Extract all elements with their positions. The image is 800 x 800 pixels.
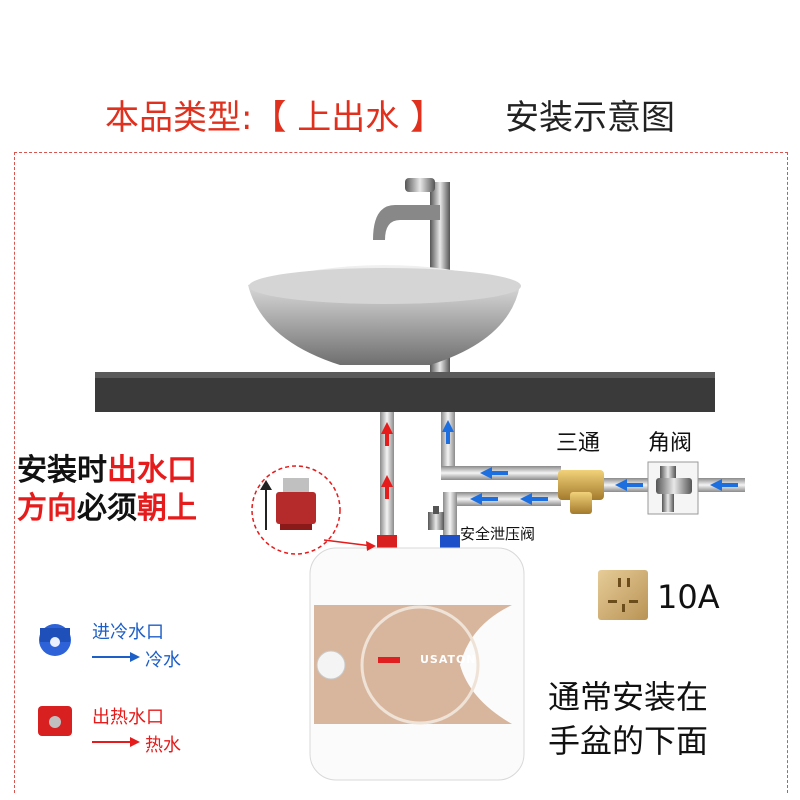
cold-inlet-label: 进冷水口 xyxy=(92,622,164,643)
socket-rating: 10A xyxy=(657,578,720,616)
warning-text-2b: 必须 xyxy=(77,491,137,526)
relief-valve-label: 安全泄压阀 xyxy=(460,525,536,543)
warning-text-2a: 方向 xyxy=(17,491,77,526)
basin-bowl xyxy=(248,265,521,365)
callout-outlet-detail xyxy=(251,465,376,555)
warning-line-2: 方向必须朝上 xyxy=(17,490,197,528)
hot-flow-arrows xyxy=(381,422,393,499)
cold-inlet-icon xyxy=(39,624,71,656)
cold-water-label: 冷水 xyxy=(145,650,181,671)
cold-inlet-connector xyxy=(440,535,460,549)
diagram-frame xyxy=(14,152,788,793)
warning-text-2c: 朝上 xyxy=(137,491,197,526)
hot-water-label: 热水 xyxy=(145,735,181,756)
countertop xyxy=(95,372,715,412)
relief-valve xyxy=(428,506,444,530)
cold-flow-arrows xyxy=(442,420,738,505)
product-type-title: 本品类型:【 上出水 】 xyxy=(105,98,445,138)
angle-valve xyxy=(647,461,699,515)
diagram-title: 安装示意图 xyxy=(505,98,675,138)
water-heater xyxy=(309,547,525,781)
hot-outlet-label: 出热水口 xyxy=(92,707,164,728)
wall-socket xyxy=(598,570,648,620)
angle-valve-label: 角阀 xyxy=(648,431,693,456)
cold-water-arrow xyxy=(92,652,140,662)
hot-outlet-icon xyxy=(38,706,72,736)
heater-brand: USATON xyxy=(420,653,477,666)
install-note-line-1: 通常安装在 xyxy=(548,678,709,716)
warning-text-1a: 安装时 xyxy=(17,453,107,488)
tee-label: 三通 xyxy=(556,431,601,456)
warning-text-1b: 出水口 xyxy=(107,453,197,488)
hot-outlet-connector xyxy=(377,535,397,549)
tee-fitting xyxy=(558,470,604,514)
install-warning: 安装时出水口 方向必须朝上 xyxy=(17,452,197,528)
hot-water-arrow xyxy=(92,737,140,747)
warning-line-1: 安装时出水口 xyxy=(17,452,197,490)
install-note-line-2: 手盆的下面 xyxy=(548,722,709,760)
